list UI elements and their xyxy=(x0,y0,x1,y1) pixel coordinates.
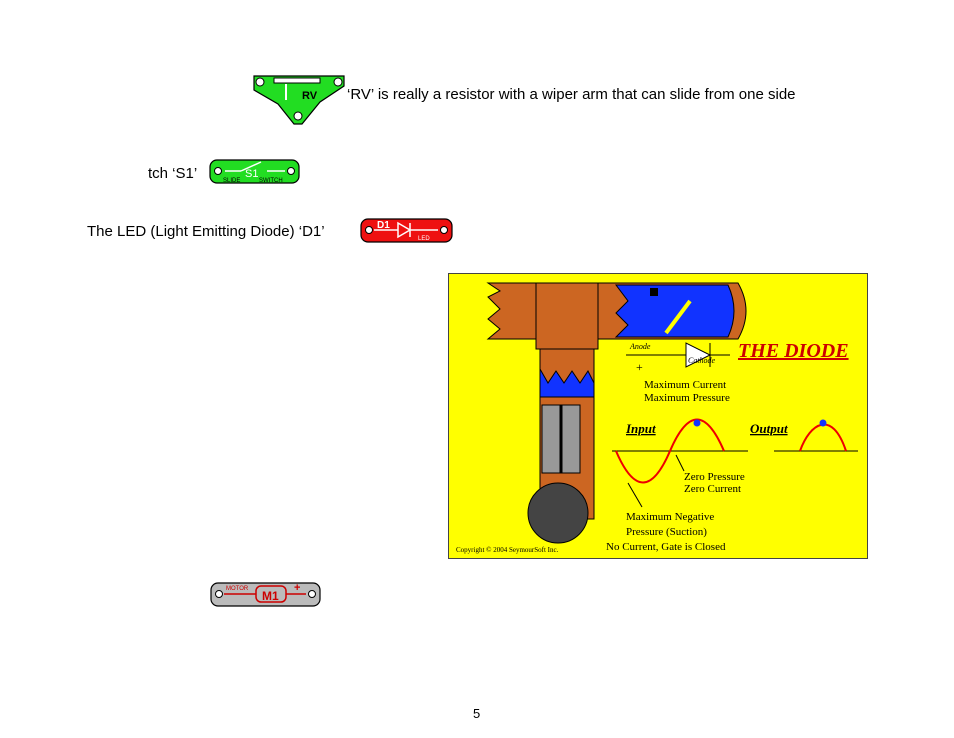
rv-part-label: RV xyxy=(302,90,318,102)
copyright: Copyright © 2004 SeymourSoft Inc. xyxy=(456,546,559,554)
m1-part-image: M1 MOTOR + xyxy=(210,582,321,607)
svg-text:Maximum Pressure: Maximum Pressure xyxy=(644,392,730,404)
rv-description: ‘RV’ is really a resistor with a wiper a… xyxy=(347,86,796,103)
rv-part-image: RV xyxy=(253,75,345,125)
m1-part-label: M1 xyxy=(262,589,279,603)
svg-text:SLIDE: SLIDE xyxy=(223,178,240,184)
svg-text:No Current, Gate is Closed: No Current, Gate is Closed xyxy=(606,541,726,553)
d1-part-image: D1 LED xyxy=(360,218,453,243)
svg-text:MOTOR: MOTOR xyxy=(226,586,249,592)
d1-description: The LED (Light Emitting Diode) ‘D1’ xyxy=(87,223,325,240)
d1-part-label: D1 xyxy=(377,220,390,231)
page-number: 5 xyxy=(473,706,481,721)
cathode-label: Cathode xyxy=(688,356,716,365)
output-label: Output xyxy=(750,421,788,436)
svg-text:Maximum Negative: Maximum Negative xyxy=(626,511,714,523)
diode-diagram: Anode Cathode + THE DIODE Maximum Curren… xyxy=(448,273,868,559)
s1-part-label: S1 xyxy=(245,168,258,180)
diagram-title: THE DIODE xyxy=(738,340,849,362)
svg-text:Pressure (Suction): Pressure (Suction) xyxy=(626,526,707,538)
svg-text:LED: LED xyxy=(418,236,430,242)
svg-text:Zero Pressure: Zero Pressure xyxy=(684,471,745,483)
input-label: Input xyxy=(625,421,656,436)
svg-text:SWITCH: SWITCH xyxy=(259,178,283,184)
svg-text:+: + xyxy=(636,360,643,374)
svg-text:+: + xyxy=(294,582,300,594)
s1-description: tch ‘S1’ xyxy=(148,165,198,182)
anode-label: Anode xyxy=(629,342,651,351)
svg-text:Zero Current: Zero Current xyxy=(684,483,741,495)
s1-part-image: S1 SLIDE SWITCH xyxy=(209,159,300,184)
svg-text:Maximum Current: Maximum Current xyxy=(644,379,726,391)
